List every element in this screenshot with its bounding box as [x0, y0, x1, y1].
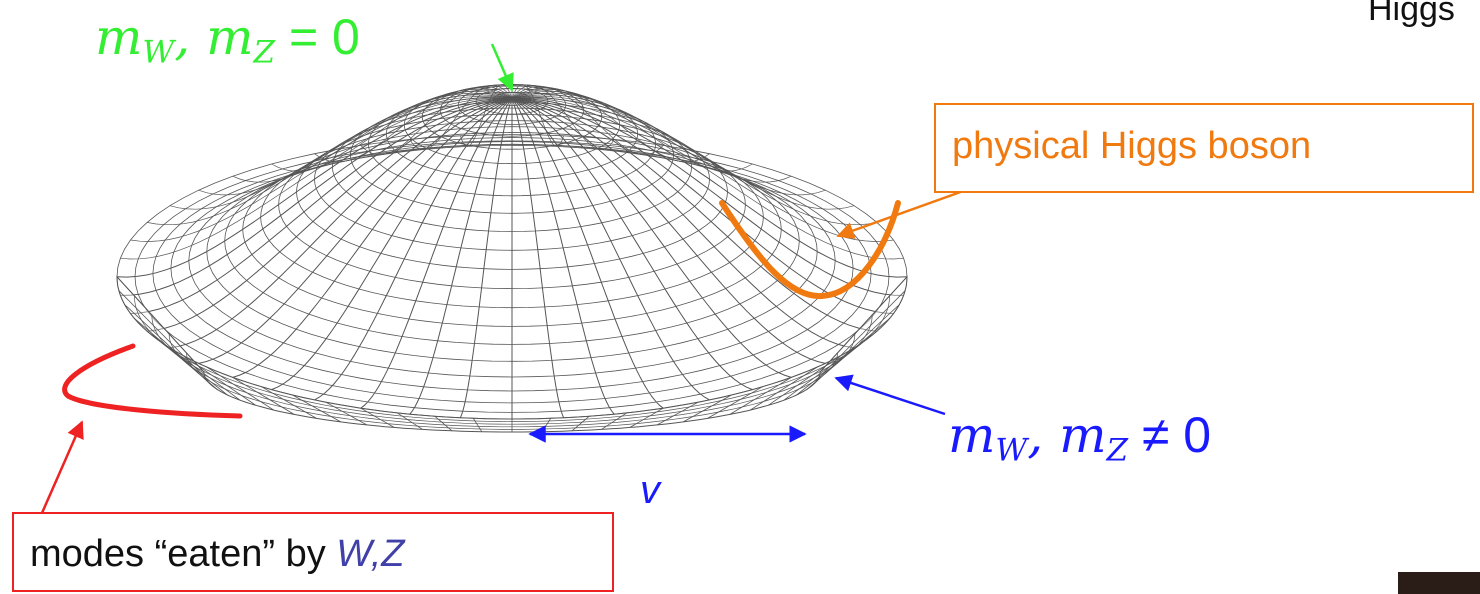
eaten-modes-text: modes “eaten” by W,Z: [30, 533, 405, 576]
eaten-pointer-arrow: [42, 422, 82, 513]
corner-photo-fragment: [1398, 572, 1480, 594]
mesh-radial-line: [512, 91, 791, 182]
mesh-radial-line: [233, 91, 512, 182]
vev-label: v: [640, 470, 660, 510]
bowl-wall-line: [117, 277, 204, 372]
massive-gauge-boson-label: mW, mZ ≠ 0: [948, 410, 1211, 467]
vacuum-point-arrow: [836, 378, 945, 414]
eaten-modes-wz: W,Z: [336, 533, 404, 575]
bowl-wall-line: [184, 356, 256, 406]
bowl-wall-line: [768, 356, 840, 406]
mesh-radial-line: [512, 98, 894, 313]
mexican-hat-potential-surface: [117, 84, 907, 432]
physical-higgs-callout: physical Higgs boson: [934, 103, 1474, 193]
mesh-radial-line: [147, 98, 512, 331]
slide-title-fragment: Higgs: [1368, 0, 1455, 26]
bowl-wall-line: [119, 291, 205, 378]
massless-gauge-boson-label: mW, mZ = 0: [95, 12, 360, 69]
massless-point-arrow: [492, 44, 512, 90]
physical-higgs-text: physical Higgs boson: [952, 125, 1311, 168]
eaten-modes-callout: modes “eaten” by W,Z: [12, 512, 614, 592]
mesh-radial-line: [131, 98, 513, 313]
